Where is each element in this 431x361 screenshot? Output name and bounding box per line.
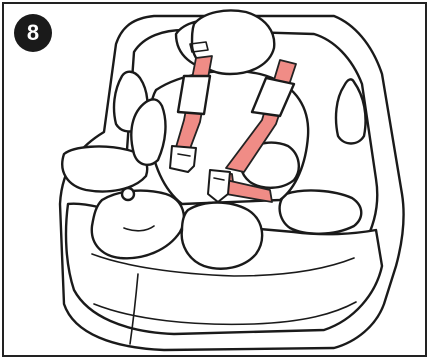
step-number-badge: 8: [14, 14, 52, 52]
instruction-panel: 8: [2, 2, 427, 357]
adjuster-knob: [122, 188, 134, 200]
child-right-leg: [182, 203, 262, 269]
left-shoulder-pad: [178, 76, 210, 114]
right-armrest: [280, 191, 362, 234]
left-buckle-tongue: [170, 146, 196, 172]
car-seat-illustration: [4, 4, 425, 355]
